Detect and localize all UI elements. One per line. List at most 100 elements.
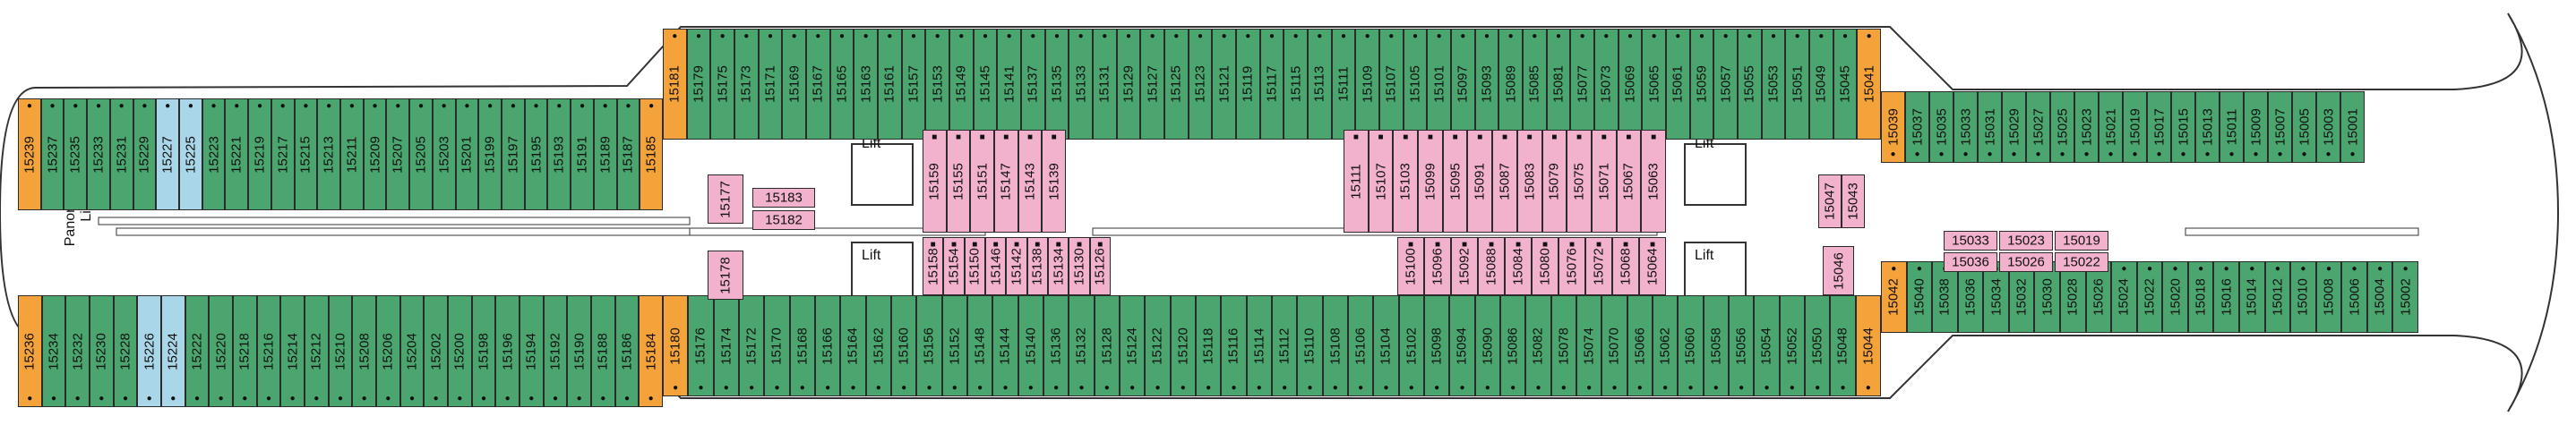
cabin-15133[interactable]: 15133● <box>1069 29 1093 140</box>
cabin-15129[interactable]: 15129● <box>1116 29 1141 140</box>
cabin-15070[interactable]: 15070● <box>1601 295 1627 396</box>
cabin-15112[interactable]: 15112● <box>1272 295 1298 396</box>
cabin-15165[interactable]: 15165● <box>829 29 854 140</box>
cabin-15075[interactable]: 15075■ <box>1567 130 1592 233</box>
cabin-15035[interactable]: 15035● <box>1929 91 1953 163</box>
cabin-15230[interactable]: 15230● <box>90 295 114 407</box>
cabin-15179[interactable]: 15179● <box>686 29 711 140</box>
cabin-15227[interactable]: 15227● <box>156 98 179 210</box>
cabin-15120[interactable]: 15120● <box>1170 295 1196 396</box>
cabin-15019[interactable]: 15019 <box>2055 231 2108 251</box>
cabin-15018[interactable]: 15018● <box>2187 261 2214 333</box>
cabin-15085[interactable]: 15085● <box>1523 29 1547 140</box>
cabin-15220[interactable]: 15220● <box>209 295 233 407</box>
cabin-15006[interactable]: 15006● <box>2341 261 2367 333</box>
cabin-15187[interactable]: 15187● <box>616 98 640 210</box>
cabin-15162[interactable]: 15162● <box>865 295 891 396</box>
cabin-15033[interactable]: 15033 <box>1944 231 1997 251</box>
cabin-15102[interactable]: 15102● <box>1398 295 1424 396</box>
cabin-15183[interactable]: 15183 <box>752 188 815 208</box>
cabin-15013[interactable]: 15013● <box>2195 91 2220 163</box>
cabin-15012[interactable]: 15012● <box>2264 261 2291 333</box>
cabin-15207[interactable]: 15207● <box>386 98 410 210</box>
cabin-15069[interactable]: 15069● <box>1618 29 1643 140</box>
cabin-15157[interactable]: 15157● <box>901 29 926 140</box>
cabin-15163[interactable]: 15163● <box>854 29 878 140</box>
cabin-15226[interactable]: 15226● <box>137 295 161 407</box>
cabin-15111[interactable]: 15111■ <box>1344 130 1369 233</box>
cabin-15181[interactable]: 15181● <box>663 29 687 140</box>
cabin-15054[interactable]: 15054● <box>1754 295 1780 396</box>
cabin-15077[interactable]: 15077● <box>1570 29 1594 140</box>
cabin-15138[interactable]: 15138■ <box>1026 237 1048 295</box>
cabin-15121[interactable]: 15121● <box>1212 29 1236 140</box>
cabin-15005[interactable]: 15005● <box>2292 91 2316 163</box>
cabin-15022[interactable]: 15022 <box>2055 252 2108 272</box>
cabin-15063[interactable]: 15063■ <box>1641 130 1666 233</box>
cabin-15166[interactable]: 15166● <box>815 295 841 396</box>
cabin-15233[interactable]: 15233● <box>87 98 110 210</box>
cabin-15197[interactable]: 15197● <box>502 98 525 210</box>
cabin-15144[interactable]: 15144● <box>992 295 1018 396</box>
cabin-15152[interactable]: 15152● <box>941 295 967 396</box>
cabin-15151[interactable]: 15151■ <box>970 130 994 233</box>
cabin-15221[interactable]: 15221● <box>225 98 249 210</box>
cabin-15067[interactable]: 15067■ <box>1616 130 1642 233</box>
cabin-15199[interactable]: 15199● <box>478 98 502 210</box>
cabin-15204[interactable]: 15204● <box>399 295 425 407</box>
cabin-15046[interactable]: 15046 <box>1823 246 1854 295</box>
cabin-15176[interactable]: 15176● <box>688 295 714 396</box>
cabin-15147[interactable]: 15147■ <box>994 130 1018 233</box>
cabin-15049[interactable]: 15049● <box>1809 29 1833 140</box>
cabin-15235[interactable]: 15235● <box>64 98 88 210</box>
cabin-15116[interactable]: 15116● <box>1221 295 1247 396</box>
cabin-15214[interactable]: 15214● <box>280 295 305 407</box>
cabin-15031[interactable]: 15031● <box>1978 91 2002 163</box>
cabin-15161[interactable]: 15161● <box>878 29 902 140</box>
cabin-15097[interactable]: 15097● <box>1451 29 1475 140</box>
cabin-15066[interactable]: 15066● <box>1627 295 1653 396</box>
cabin-15122[interactable]: 15122● <box>1145 295 1171 396</box>
cabin-15180[interactable]: 15180● <box>663 295 689 396</box>
cabin-15212[interactable]: 15212● <box>305 295 329 407</box>
cabin-15060[interactable]: 15060● <box>1678 295 1704 396</box>
cabin-15103[interactable]: 15103■ <box>1393 130 1419 233</box>
cabin-15106[interactable]: 15106● <box>1348 295 1374 396</box>
cabin-15082[interactable]: 15082● <box>1525 295 1551 396</box>
cabin-15017[interactable]: 15017● <box>2147 91 2171 163</box>
cabin-15130[interactable]: 15130■ <box>1069 237 1090 295</box>
cabin-15058[interactable]: 15058● <box>1703 295 1729 396</box>
cabin-15192[interactable]: 15192● <box>543 295 568 407</box>
cabin-15039[interactable]: 15039● <box>1881 91 1905 163</box>
cabin-15190[interactable]: 15190● <box>567 295 591 407</box>
cabin-15065[interactable]: 15065● <box>1642 29 1666 140</box>
cabin-15234[interactable]: 15234● <box>41 295 66 407</box>
cabin-15177[interactable]: 15177 <box>708 174 743 224</box>
cabin-15154[interactable]: 15154■ <box>943 237 965 295</box>
cabin-15087[interactable]: 15087■ <box>1492 130 1517 233</box>
cabin-15153[interactable]: 15153● <box>925 29 949 140</box>
cabin-15115[interactable]: 15115● <box>1284 29 1308 140</box>
cabin-15034[interactable]: 15034● <box>1983 261 2009 333</box>
cabin-15037[interactable]: 15037● <box>1905 91 1929 163</box>
cabin-15145[interactable]: 15145● <box>973 29 998 140</box>
cabin-15044[interactable]: 15044● <box>1855 295 1881 396</box>
cabin-15143[interactable]: 15143■ <box>1018 130 1043 233</box>
cabin-15236[interactable]: 15236● <box>18 295 42 407</box>
cabin-15201[interactable]: 15201● <box>455 98 479 210</box>
cabin-15095[interactable]: 15095■ <box>1442 130 1468 233</box>
cabin-15030[interactable]: 15030● <box>2034 261 2060 333</box>
cabin-15026[interactable]: 15026● <box>2085 261 2112 333</box>
cabin-15139[interactable]: 15139■ <box>1042 130 1066 233</box>
cabin-15043[interactable]: 15043 <box>1842 174 1865 228</box>
cabin-15111[interactable]: 15111● <box>1331 29 1356 140</box>
cabin-15092[interactable]: 15092■ <box>1451 237 1478 295</box>
cabin-15149[interactable]: 15149● <box>949 29 974 140</box>
cabin-15019[interactable]: 15019● <box>2123 91 2147 163</box>
cabin-15198[interactable]: 15198● <box>471 295 496 407</box>
cabin-15209[interactable]: 15209● <box>363 98 387 210</box>
cabin-15171[interactable]: 15171● <box>758 29 783 140</box>
cabin-15036[interactable]: 15036 <box>1944 252 1997 272</box>
cabin-15041[interactable]: 15041● <box>1857 29 1881 140</box>
cabin-15136[interactable]: 15136● <box>1043 295 1069 396</box>
